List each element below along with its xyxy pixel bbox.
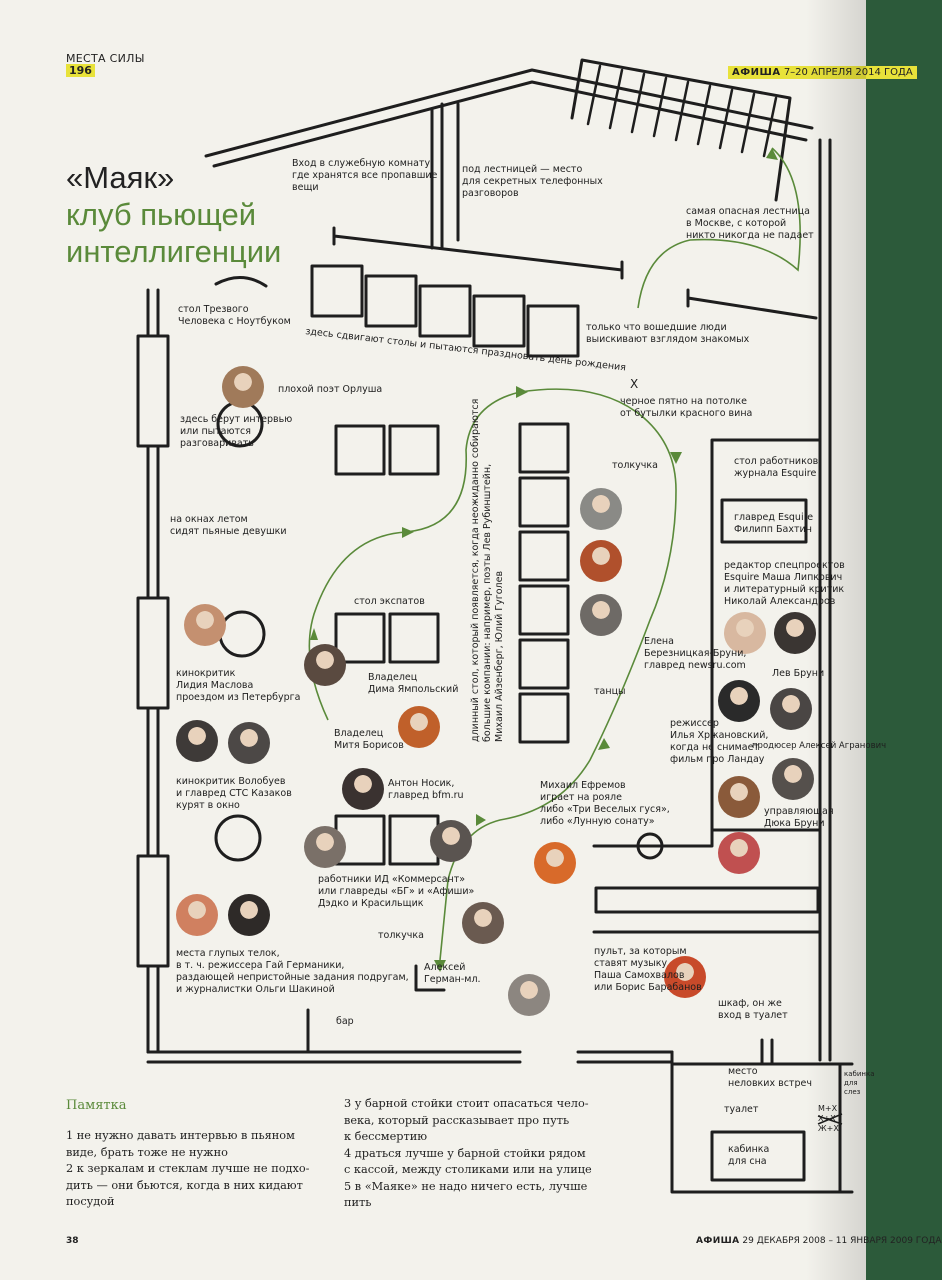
person-photo <box>664 956 706 998</box>
person-photo <box>222 366 264 408</box>
page-title: «Маяк» <box>66 160 175 195</box>
label-esquire-projects: редактор спецпроектов Esquire Маша Липко… <box>724 560 845 607</box>
label-german: Алексей Герман-мл. <box>424 962 481 985</box>
label-manager: управляющая Дюка Бруни <box>764 806 834 829</box>
label-dumb-girls: места глупых телок, в т. ч. режиссера Га… <box>176 948 409 995</box>
label-producer: продюсер Алексей Агранович <box>752 741 887 751</box>
person-photo <box>718 776 760 818</box>
person-photo <box>772 758 814 800</box>
memo-heading: Памятка <box>66 1098 127 1113</box>
person-photo <box>534 842 576 884</box>
section-number: 196 <box>66 64 95 77</box>
label-nosik: Антон Носик, главред bfm.ru <box>388 778 464 801</box>
person-photo <box>724 612 766 654</box>
label-borisov: Владелец Митя Борисов <box>334 728 404 751</box>
label-esquire-editor: главред Esquire Филипп Бахтин <box>734 512 814 535</box>
label-dance: танцы <box>594 686 626 697</box>
label-booth-right: кабинка для слез <box>844 1070 875 1096</box>
person-photo <box>462 902 504 944</box>
footer-magazine: АФИША <box>696 1236 740 1246</box>
label-sober-man: стол Трезвого Человека с Ноутбуком <box>178 304 291 327</box>
person-photo <box>430 820 472 862</box>
person-photo <box>304 826 346 868</box>
label-expats: стол экспатов <box>354 596 425 607</box>
label-windows: на окнах летом сидят пьяные девушки <box>170 514 287 537</box>
label-esquire-table: стол работников журнала Esquire <box>734 456 819 479</box>
label-bar: бар <box>336 1016 354 1027</box>
label-efremov: Михаил Ефремов играет на рояле либо «Три… <box>540 780 670 827</box>
person-photo <box>398 706 440 748</box>
person-photo <box>774 612 816 654</box>
label-interviews: здесь берут интервью или пытаются разгов… <box>180 414 293 449</box>
label-volobuev: кинокритик Волобуев и главред СТС Казако… <box>176 776 292 811</box>
label-toilet: туалет <box>724 1104 759 1115</box>
label-bad-poet: плохой поэт Орлуша <box>278 384 383 395</box>
section-title: МЕСТА СИЛЫ <box>66 52 145 65</box>
person-photo <box>176 720 218 762</box>
person-photo <box>228 722 270 764</box>
label-dj: пульт, за которым ставят музыку Паша Сам… <box>594 946 702 993</box>
person-photo <box>718 680 760 722</box>
memo-column-2: 3 у барной стойки стоит опасаться чело- … <box>344 1097 592 1209</box>
issue-dates: 7–20 АПРЕЛЯ 2014 ГОДА <box>783 67 913 78</box>
person-photo <box>580 540 622 582</box>
label-long-table: длинный стол, который появляется, когда … <box>470 398 505 742</box>
floor-plan <box>136 58 854 1194</box>
person-photo <box>508 974 550 1016</box>
label-crowd-bottom: толкучка <box>378 930 424 941</box>
label-kommersant: работники ИД «Коммерсант» или главреды «… <box>318 874 475 909</box>
person-photo <box>580 594 622 636</box>
person-photo <box>342 768 384 810</box>
footer-issue: АФИША 29 ДЕКАБРЯ 2008 – 11 ЯНВАРЯ 2009 Г… <box>696 1236 942 1246</box>
label-lev-bruni: Лев Бруни <box>772 668 825 679</box>
label-awkward: место неловких встреч <box>728 1066 812 1089</box>
issue-badge: АФИША 7–20 АПРЕЛЯ 2014 ГОДА <box>728 66 917 79</box>
footer-dates: 29 ДЕКАБРЯ 2008 – 11 ЯНВАРЯ 2009 ГОДА <box>742 1236 942 1246</box>
label-wardrobe: шкаф, он же вход в туалет <box>718 998 788 1021</box>
label-newcomers: только что вошедшие люди выискивают взгл… <box>586 322 750 345</box>
page-subtitle: клуб пьющей интеллигенции <box>66 197 282 269</box>
label-khrzhanovsky: режиссер Илья Хржановский, когда не сним… <box>670 718 769 765</box>
label-stairs: самая опасная лестница в Москве, с котор… <box>686 206 814 241</box>
page-number: 38 <box>66 1236 79 1246</box>
person-photo <box>580 488 622 530</box>
label-under-stairs: под лестницей — место для секретных теле… <box>462 164 603 199</box>
person-photo <box>184 604 226 646</box>
label-mx: М+Х Х+Х Ж+Х <box>818 1104 839 1133</box>
memo-column-1: 1 не нужно давать интервью в пьяном виде… <box>66 1129 310 1208</box>
magazine-name: АФИША <box>732 67 781 78</box>
label-service-room: Вход в служебную комнату, где хранятся в… <box>292 158 438 193</box>
person-photo <box>770 688 812 730</box>
person-photo <box>304 644 346 686</box>
person-photo <box>176 894 218 936</box>
label-yampolsky: Владелец Дима Ямпольский <box>368 672 459 695</box>
label-stain: черное пятно на потолке от бутылки красн… <box>620 396 753 419</box>
label-cabin: кабинка для сна <box>728 1144 770 1167</box>
label-berez: Елена Березницкая-Бруни, главред newsru.… <box>644 636 747 671</box>
label-maslova: кинокритик Лидия Маслова проездом из Пет… <box>176 668 301 703</box>
label-crowd-top: толкучка <box>612 460 658 471</box>
person-photo <box>718 832 760 874</box>
person-photo <box>228 894 270 936</box>
stain-mark: Х <box>630 377 639 391</box>
